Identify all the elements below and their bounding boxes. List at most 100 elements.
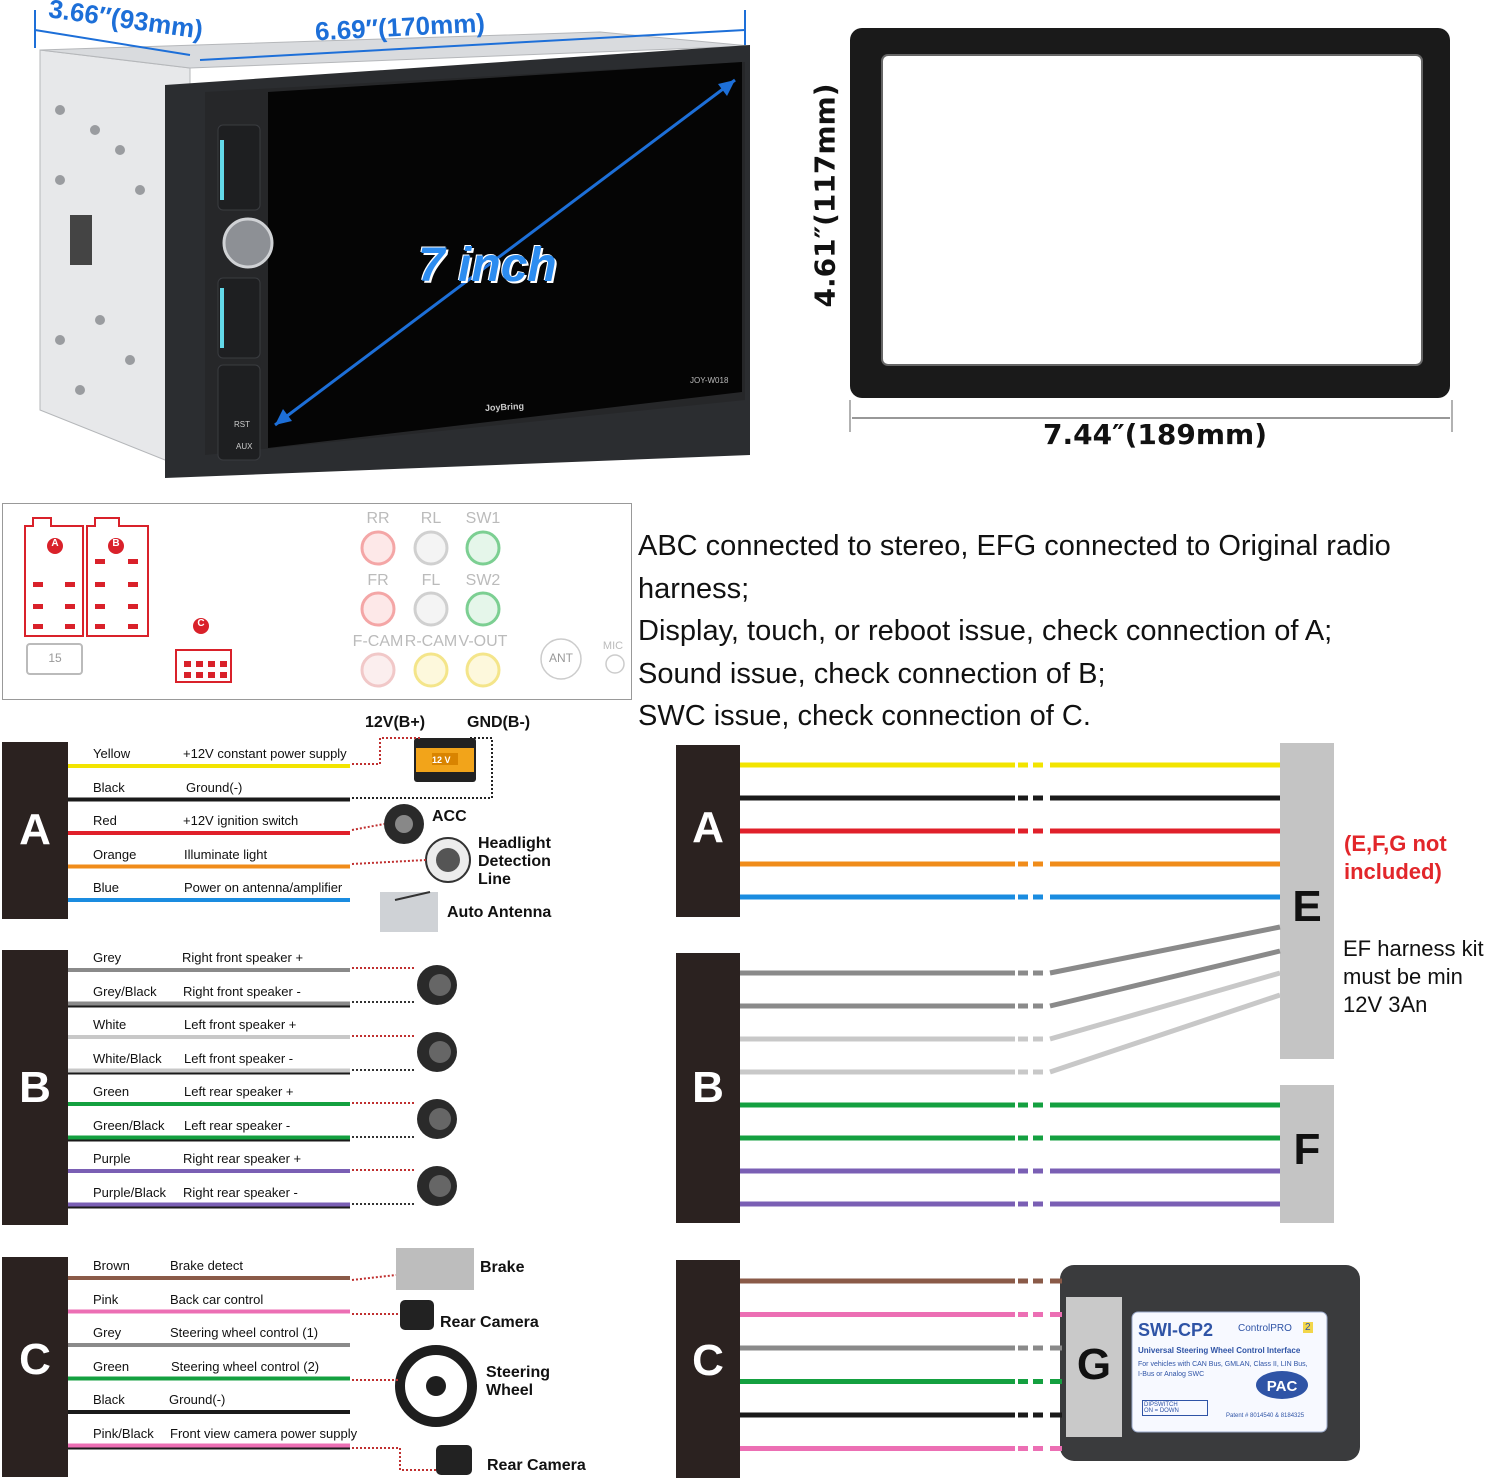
wire-color-label: Grey (93, 1325, 122, 1340)
frame-illustration (849, 28, 1453, 432)
swc-dipswitch: DIPSWITCH ON = DOWN (1142, 1400, 1208, 1416)
rca-fcam-label: F-CAM (352, 633, 404, 650)
adapter-e-letter: E (1292, 882, 1322, 931)
mounting-frame-section: 4.61″(117mm) 7.44″(189mm) (800, 0, 1500, 490)
wire-function-label: +12V ignition switch (183, 813, 299, 828)
adapter-f-block (1280, 1085, 1334, 1223)
harness-c-letter: C (19, 1335, 51, 1384)
frame-height-label: 4.61″(117mm) (808, 83, 842, 308)
rca-fr-label: FR (367, 572, 389, 589)
wire-color-label: Purple/Black (93, 1184, 166, 1200)
wire-color-label: White (93, 1017, 127, 1032)
harness-a-letter: A (19, 805, 51, 854)
rear-camera-label: Rear Camera (440, 1314, 539, 1331)
adapter-b-wire-2-right (1049, 970, 1281, 1042)
wire-color-label: Pink/Black (93, 1425, 154, 1441)
wire-function-label: Left front speaker - (184, 1050, 294, 1066)
rst-label: RST (234, 420, 250, 429)
adapter-g-letter: G (1076, 1340, 1112, 1389)
adapter-b-wire-0-right (1049, 924, 1281, 976)
harness-c-block (2, 1257, 68, 1477)
wire-color-label: Black (93, 779, 125, 795)
adapter-c-block (676, 1260, 740, 1478)
adapter-c-letter: C (692, 1336, 724, 1385)
wire-function-label: +12V constant power supply (183, 746, 347, 761)
fuse-label: 15 (48, 651, 62, 665)
wire-function-label: Steering wheel control (2) (171, 1358, 320, 1374)
adapter-a-block (676, 745, 740, 917)
wire-color-label: Blue (93, 880, 120, 895)
wire-function-label: Back car control (170, 1291, 264, 1307)
wire-function-label: Ground(-) (186, 779, 243, 795)
wire-color-label: Pink (93, 1291, 119, 1307)
right-adapter-diagram (676, 743, 1360, 1478)
rca-fl-label: FL (421, 572, 441, 589)
wire-function-label: Steering wheel control (1) (170, 1325, 319, 1340)
adapter-b-wire-3-right (1049, 992, 1281, 1075)
model-label: JOY-W018 (690, 376, 729, 385)
brake-icon (396, 1248, 474, 1290)
adapter-b-wire-1-right (1049, 948, 1281, 1009)
connector-panel: A B C 15 RR RL SW1 FR FL SW2 F-CAM R-CAM… (2, 503, 632, 700)
wire-function-label: Left front speaker + (184, 1017, 297, 1032)
auto-antenna-label: Auto Antenna (447, 904, 552, 921)
brand-logo: JoyBring (484, 400, 525, 414)
auto-antenna-icon (380, 892, 438, 932)
wire-function-label: Right rear speaker - (183, 1184, 298, 1200)
acc-label: ACC (432, 808, 467, 825)
front-camera-icon (436, 1445, 472, 1475)
rca-sw1-label: SW1 (465, 510, 501, 527)
plug-b-badge: B (112, 538, 120, 549)
rca-rcam-label: R-CAM (404, 633, 458, 650)
wire-color-label: Red (93, 813, 117, 828)
swc-title: Universal Steering Wheel Control Interfa… (1138, 1346, 1301, 1355)
wire-color-label: Yellow (93, 746, 131, 761)
harness-b-block (2, 950, 68, 1225)
wire-color-label: Green (93, 1084, 130, 1099)
connection-notes: ABC connected to stereo, EFG connected t… (638, 525, 1498, 738)
not-included-note: (E,F,G not included) (1344, 831, 1447, 884)
swc-dip-note: ON = DOWN (1144, 1408, 1179, 1414)
swc-patent: Patent # 8014540 & 8184325 (1226, 1413, 1305, 1419)
steering-wheel-icon (395, 1345, 477, 1427)
rca-rl-label: RL (420, 510, 442, 527)
head-unit-section: 3.66″(93mm) 6.69″(170mm) 7 inch JoyBring… (0, 0, 760, 490)
swc-series-num: 2 (1303, 1322, 1313, 1333)
headlight-label: Headlight Detection Line (478, 835, 551, 888)
wire-function-label: Right rear speaker + (183, 1151, 302, 1166)
harness-b-letter: B (19, 1063, 51, 1112)
ef-harness-note: EF harness kit must be min 12V 3An (1343, 936, 1484, 1017)
note-line-3: Sound issue, check connection of B; (638, 657, 1106, 690)
swc-series: ControlPRO (1238, 1323, 1292, 1334)
wire-color-label: Grey/Black (93, 983, 157, 999)
swc-description: For vehicles with CAN Bus, GMLAN, Class … (1138, 1361, 1308, 1378)
wire-function-label: Right front speaker + (182, 950, 304, 965)
wire-function-label: Brake detect (170, 1258, 243, 1273)
left-wiring-diagram (2, 737, 493, 1477)
swc-model: SWI-CP2 (1138, 1320, 1214, 1340)
wire-color-label: White/Black (93, 1050, 162, 1066)
battery-ground-label: GND(B-) (467, 714, 531, 731)
mic-label: MIC (602, 640, 624, 652)
wire-function-label: Right front speaker - (183, 983, 301, 999)
wire-function-label: Power on antenna/amplifier (184, 880, 343, 895)
brake-label: Brake (480, 1259, 525, 1276)
battery-voltage: 12 V (432, 755, 451, 765)
front-camera-label: Rear Camera (487, 1457, 586, 1474)
wire-function-label: Illuminate light (184, 846, 268, 862)
note-line-1: ABC connected to stereo, EFG connected t… (638, 530, 1391, 605)
swc-brand: PAC (1266, 1378, 1298, 1395)
note-line-2: Display, touch, or reboot issue, check c… (638, 615, 1333, 647)
note-line-4: SWC issue, check connection of C. (638, 700, 1091, 732)
speaker-icons (417, 965, 457, 1206)
head-unit-illustration (34, 10, 751, 478)
frame-width-label: 7.44″(189mm) (1043, 418, 1267, 451)
wire-color-label: Orange (93, 846, 137, 862)
wire-function-label: Left rear speaker + (184, 1084, 294, 1099)
adapter-b-block (676, 953, 740, 1223)
adapter-f-letter: F (1293, 1125, 1321, 1174)
wire-color-label: Brown (93, 1258, 130, 1273)
wire-color-label: Black (93, 1392, 125, 1407)
wire-function-label: Ground(-) (169, 1392, 226, 1407)
wire-color-label: Purple (93, 1151, 131, 1166)
